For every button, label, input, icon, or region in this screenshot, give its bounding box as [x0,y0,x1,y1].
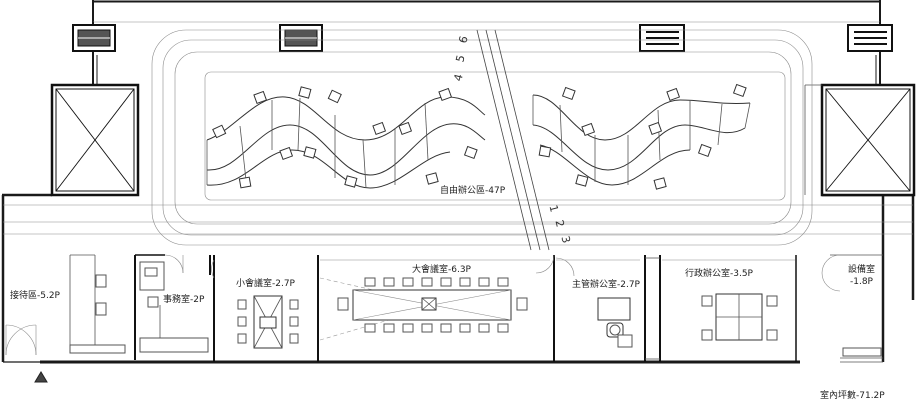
column-right [804,83,916,197]
equipment-label-line2: -1.8P [850,277,874,287]
room-reception [5,254,126,356]
room-large-meeting [319,254,555,362]
room-label-manager: 主管辦公室-2.7P [572,278,641,290]
room-label-admin-dept: 行政辦公室-3.5P [685,267,754,279]
desk-cluster-right [532,83,751,190]
room-label-reception: 接待區-5.2P [10,289,61,301]
axis-label-4: 4 [451,73,465,83]
equipment-label-line1: 設備室 [848,263,875,275]
axis-label-5: 5 [453,54,467,64]
room-label-admin: 事務室-2P [163,293,205,305]
room-label-open-office: 自由辦公區-47P [440,184,506,196]
room-small-meeting [237,255,319,362]
total-area-label: 室內坪數-71.2P [820,389,885,401]
axis-label-1: 1 [546,204,560,214]
vent-4 [847,24,893,52]
top-vents [72,24,893,52]
partition-wall [644,255,661,362]
room-manager [555,257,640,348]
room-admin-dept [662,255,797,362]
room-label-equipment: 設備室 -1.8P [848,263,878,287]
large-meeting-chairs-top [364,277,509,287]
axis-label-3: 3 [558,235,572,245]
vent-2 [279,24,323,52]
ceiling-outline [151,29,813,246]
axis-label-6: 6 [456,35,470,45]
vent-1 [72,24,116,52]
vent-3 [639,24,685,52]
large-meeting-chairs-bottom [364,323,509,333]
room-equipment [821,254,883,357]
grid-axis: 4 5 6 1 2 3 [451,29,573,251]
room-admin [134,254,211,360]
entry-marker-icon [34,371,48,383]
column-left [50,83,140,197]
corridor [3,204,913,235]
room-label-small-meeting: 小會議室-2.7P [236,277,296,289]
desk-cluster-left [206,86,486,189]
room-label-large-meeting: 大會議室-6.3P [412,263,472,275]
axis-label-2: 2 [552,219,566,229]
